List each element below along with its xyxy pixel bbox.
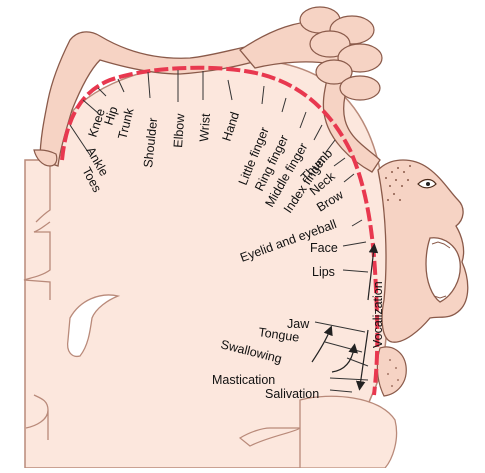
homunculus-hair — [385, 165, 411, 201]
motor-cortex-strip — [60, 65, 380, 396]
label-salivation: Salivation — [265, 387, 319, 401]
label-elbow: Elbow — [171, 112, 187, 148]
homunculus-throat — [376, 346, 407, 397]
brain-section — [23, 59, 398, 469]
vocalization-bracket — [355, 243, 379, 391]
temporal-lobe — [299, 395, 398, 469]
mastication-arrows — [311, 325, 358, 373]
label-tongue: Tongue — [258, 325, 301, 345]
homunculus-pupil — [426, 182, 430, 186]
lateral-ventricle — [66, 294, 121, 358]
homunculus-hand — [299, 6, 383, 101]
label-vocalization: Vocalization — [371, 281, 385, 348]
homunculus-foot — [33, 149, 58, 167]
throat-stipple — [387, 359, 399, 387]
homunculus-mouth — [425, 237, 461, 303]
label-wrist: Wrist — [197, 113, 213, 143]
homunculus-leg — [39, 31, 262, 167]
label-face: Face — [310, 241, 338, 255]
label-lips: Lips — [312, 265, 335, 279]
medial-fissure-outline — [23, 160, 51, 300]
label-shoulder: Shoulder — [141, 117, 160, 168]
label-mastication: Mastication — [212, 373, 275, 387]
label-hip: Hip — [102, 105, 121, 127]
homunculus-figure — [33, 6, 469, 397]
sulcus-left — [25, 394, 49, 440]
homunculus-teeth — [431, 241, 451, 299]
label-jaw: Jaw — [287, 317, 310, 331]
